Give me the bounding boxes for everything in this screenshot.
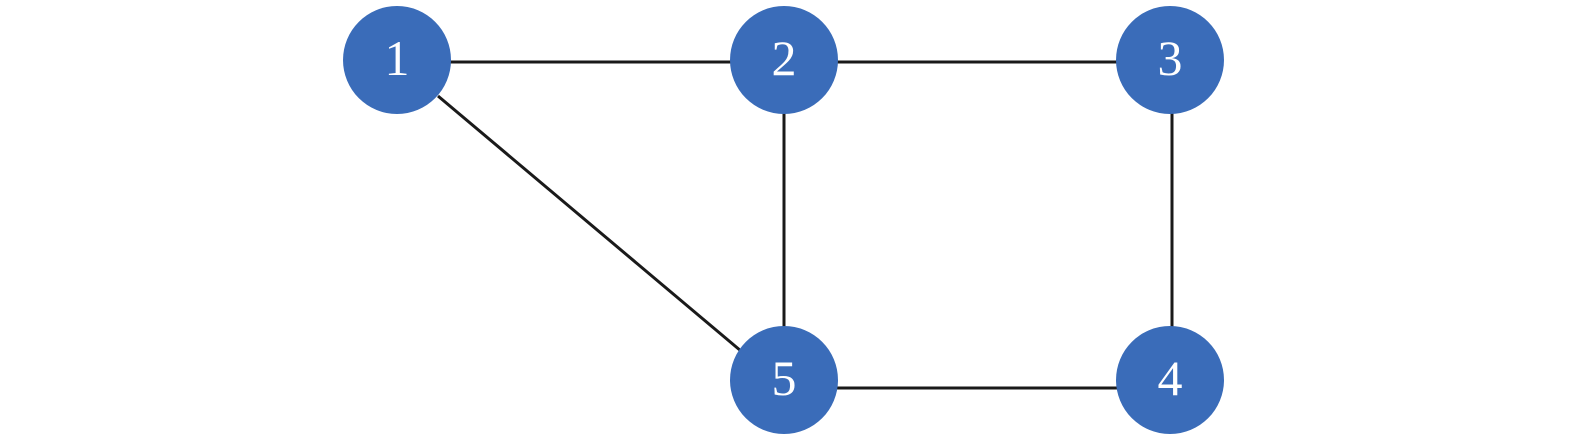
node-label-3: 3	[1158, 30, 1183, 86]
node-label-4: 4	[1158, 350, 1183, 406]
nodes-layer: 1 2 3 4 5	[343, 6, 1224, 434]
node-1: 1	[343, 6, 451, 114]
node-4: 4	[1116, 326, 1224, 434]
node-circle-1	[343, 6, 451, 114]
node-circle-4	[1116, 326, 1224, 434]
node-label-5: 5	[772, 350, 797, 406]
node-3: 3	[1116, 6, 1224, 114]
node-5: 5	[730, 326, 838, 434]
node-circle-2	[730, 6, 838, 114]
edges-layer	[437, 60, 1174, 390]
edge-1-5	[437, 94, 742, 353]
node-label-1: 1	[385, 30, 410, 86]
node-2: 2	[730, 6, 838, 114]
node-circle-3	[1116, 6, 1224, 114]
node-label-2: 2	[772, 30, 797, 86]
node-circle-5	[730, 326, 838, 434]
